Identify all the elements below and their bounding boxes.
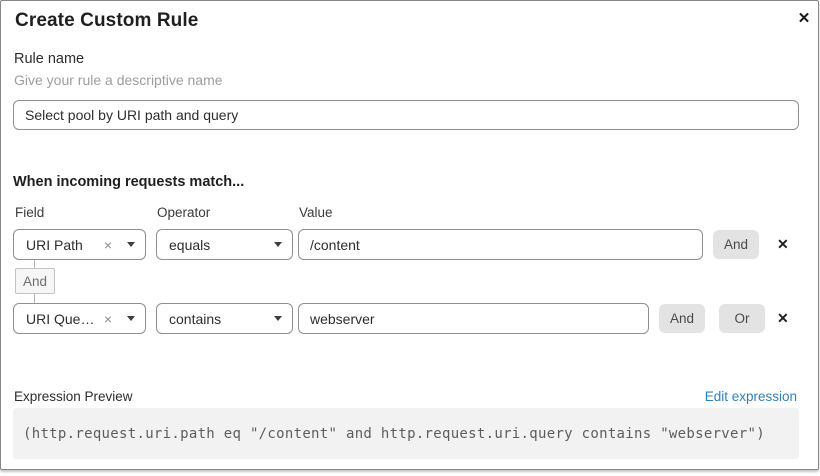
- operator-select-row-2[interactable]: contains: [156, 303, 293, 334]
- chevron-down-icon: [274, 316, 282, 321]
- rule-name-hint: Give your rule a descriptive name: [14, 72, 223, 88]
- connector-line: [34, 294, 35, 303]
- operator-column-label: Operator: [157, 205, 211, 220]
- add-and-condition-button-row-1[interactable]: And: [713, 230, 759, 259]
- expression-preview-label: Expression Preview: [14, 389, 133, 404]
- clear-icon[interactable]: ×: [103, 310, 112, 327]
- rule-name-input[interactable]: [13, 100, 799, 130]
- operator-select-value: equals: [169, 236, 211, 253]
- chevron-down-icon: [127, 242, 135, 247]
- add-or-condition-button-row-2[interactable]: Or: [719, 304, 765, 333]
- page-title: Create Custom Rule: [15, 10, 199, 31]
- add-and-condition-button-row-2[interactable]: And: [659, 304, 705, 333]
- clear-icon[interactable]: ×: [103, 236, 112, 253]
- chevron-down-icon: [127, 316, 135, 321]
- operator-select-value: contains: [169, 310, 222, 327]
- value-input-row-1[interactable]: [298, 229, 703, 260]
- remove-condition-icon-row-2[interactable]: ✕: [777, 310, 789, 326]
- field-select-row-1[interactable]: URI Path ×: [13, 229, 146, 260]
- field-column-label: Field: [15, 205, 45, 220]
- edit-expression-link[interactable]: Edit expression: [704, 389, 797, 404]
- field-select-value: URI Path: [26, 236, 83, 253]
- remove-condition-icon-row-1[interactable]: ✕: [777, 236, 789, 252]
- field-select-value: URI Query St...: [26, 310, 98, 327]
- operator-select-row-1[interactable]: equals: [156, 229, 293, 260]
- value-input-row-2[interactable]: [298, 303, 649, 334]
- value-column-label: Value: [299, 205, 333, 220]
- expression-code: (http.request.uri.path eq "/content" and…: [23, 425, 765, 442]
- connector-line: [34, 260, 35, 268]
- match-section-heading: When incoming requests match...: [13, 174, 245, 190]
- close-icon: ✕: [797, 10, 811, 27]
- logical-and-connector: And: [15, 268, 55, 294]
- expression-preview-box: (http.request.uri.path eq "/content" and…: [13, 408, 799, 459]
- close-button[interactable]: ✕: [793, 7, 815, 29]
- field-select-row-2[interactable]: URI Query St... ×: [13, 303, 146, 334]
- chevron-down-icon: [274, 242, 282, 247]
- rule-name-label: Rule name: [14, 51, 85, 67]
- connector-label: And: [22, 273, 48, 289]
